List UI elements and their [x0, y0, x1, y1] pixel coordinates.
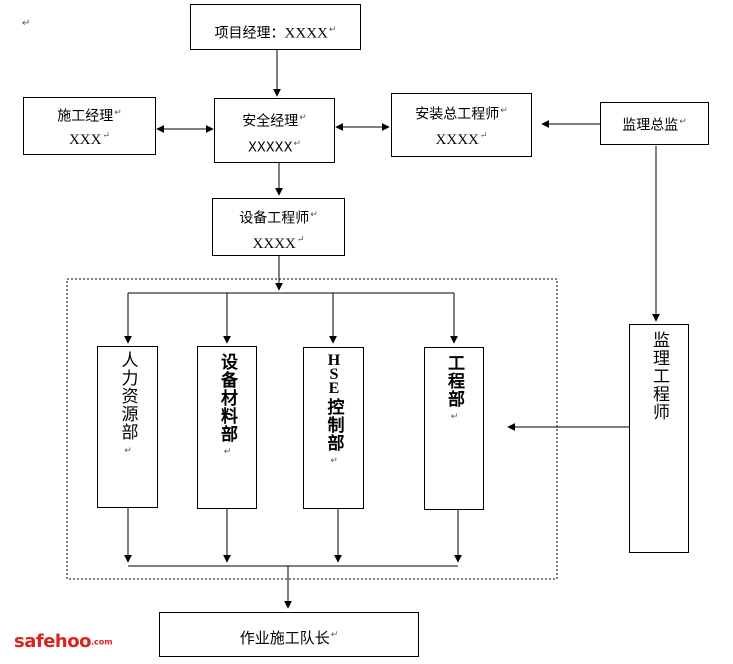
- paragraph-mark: ↵: [679, 117, 687, 127]
- node-chief-supervisor: 监理总监↵: [600, 102, 709, 145]
- paragraph-mark: ↵: [223, 447, 232, 457]
- node-person: XXXX: [284, 25, 328, 42]
- node-label: 项目经理：: [214, 25, 285, 42]
- node-hr-department: 人力资源部 ↵: [97, 346, 158, 508]
- paragraph-mark: ↵: [450, 412, 459, 422]
- node-label: 人力资源部: [117, 351, 138, 441]
- node-equipment-materials-department: 设备材料部 ↵: [197, 346, 257, 509]
- node-label: 控制部: [323, 398, 344, 452]
- paragraph-mark: ↵: [330, 630, 339, 640]
- paragraph-mark: ↵: [330, 456, 338, 466]
- node-safety-manager: 安全经理↵ XXXXX↵: [214, 98, 335, 163]
- node-person: XXX↵: [68, 129, 111, 148]
- department-group-frame: [66, 278, 558, 580]
- safehoo-watermark: safehoo.com: [14, 631, 113, 652]
- node-construction-manager: 施工经理↵ XXX↵: [23, 97, 156, 155]
- node-label: 安装总工程师↵: [415, 106, 508, 123]
- node-installation-chief-engineer: 安装总工程师↵ XXXX↵: [391, 93, 532, 157]
- node-equipment-engineer: 设备工程师↵ XXXX↵: [212, 198, 345, 256]
- node-person: XXXXX↵: [247, 138, 302, 155]
- node-person: XXXX↵: [435, 129, 488, 148]
- node-project-manager: 项目经理：XXXX↵: [190, 4, 361, 50]
- node-engineering-department: 工程部 ↵: [424, 347, 484, 510]
- node-label: 工程部: [444, 354, 464, 408]
- watermark-suffix: .com: [90, 637, 113, 647]
- node-label: 安全经理↵: [242, 113, 307, 130]
- node-label: 施工经理↵: [57, 108, 122, 125]
- watermark-text: safehoo: [14, 631, 91, 652]
- paragraph-mark: ↵: [22, 18, 31, 29]
- paragraph-mark: ↵: [124, 446, 132, 456]
- paragraph-mark: ↵: [328, 25, 337, 35]
- node-work-team-leader: 作业施工队长↵: [159, 612, 419, 657]
- node-label: 设备材料部: [217, 353, 237, 443]
- node-label: 作业施工队长: [239, 629, 330, 647]
- node-hse-control-department: HSE 控制部 ↵: [303, 347, 364, 509]
- node-person: XXXX↵: [252, 233, 305, 252]
- node-label: 设备工程师↵: [239, 210, 318, 227]
- node-label-prefix: HSE: [325, 352, 343, 394]
- node-label: 监理总监: [622, 117, 679, 134]
- node-supervising-engineer: 监理工程师: [629, 324, 689, 553]
- node-label: 监理工程师: [649, 331, 669, 421]
